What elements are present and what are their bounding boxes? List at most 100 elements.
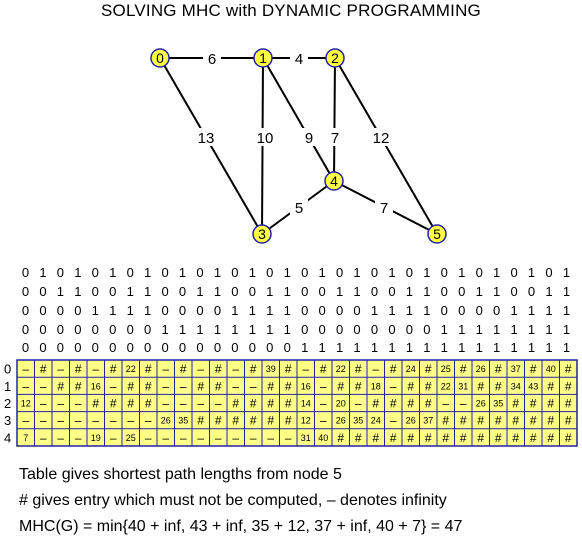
bit-cell: 1 (179, 265, 186, 280)
table-cell: # (530, 414, 537, 428)
table-cell: # (390, 397, 397, 411)
table-cell: – (92, 362, 99, 376)
table-cell: # (110, 397, 117, 411)
table-cell: – (302, 362, 309, 376)
table-cell: # (355, 379, 362, 393)
bit-cell: 0 (92, 322, 99, 337)
bit-cell: 0 (476, 303, 483, 318)
table-cell: – (180, 431, 187, 445)
bit-cell: 0 (109, 284, 116, 299)
bit-cell: 1 (249, 322, 256, 337)
table-cell: – (215, 431, 222, 445)
table-cell: # (407, 397, 414, 411)
table-cell: 16 (301, 381, 311, 391)
bit-cell: 1 (371, 303, 378, 318)
table-cell: – (57, 397, 64, 411)
bit-cell: 0 (458, 284, 465, 299)
table-cell: – (110, 431, 117, 445)
bit-cell: 1 (74, 284, 81, 299)
bit-cell: 0 (336, 265, 343, 280)
table-cell: – (250, 379, 257, 393)
table-cell: 12 (301, 416, 311, 426)
bit-cell: 0 (249, 340, 256, 355)
bit-cell: 1 (545, 322, 552, 337)
bit-cell: 1 (458, 340, 465, 355)
table-cell: # (372, 431, 379, 445)
bit-cell: 0 (510, 265, 517, 280)
table-cell: # (425, 362, 432, 376)
table-cell: – (57, 414, 64, 428)
bit-cell: 1 (545, 303, 552, 318)
bit-cell: 1 (388, 303, 395, 318)
table-cell: # (512, 414, 519, 428)
bit-cell: 1 (458, 322, 465, 337)
graph-node-3 (252, 224, 272, 244)
bit-cell: 1 (441, 340, 448, 355)
bit-cell: 1 (423, 284, 430, 299)
bit-cell: 1 (528, 322, 535, 337)
table-cell: 26 (406, 416, 416, 426)
graph-node-2 (325, 48, 345, 68)
bit-cell: 1 (441, 322, 448, 337)
edge-weight-3-4: 5 (295, 200, 303, 217)
bit-cell: 1 (266, 303, 273, 318)
table-cell: – (250, 431, 257, 445)
table-cell: 14 (301, 399, 311, 409)
table-cell: # (92, 397, 99, 411)
table-cell: – (40, 397, 47, 411)
table-cell: – (180, 397, 187, 411)
table-cell: – (22, 379, 29, 393)
table-cell: – (460, 397, 467, 411)
edge-weight-2-5: 12 (373, 130, 390, 147)
note-table-description: Table gives shortest path lengths from n… (19, 466, 342, 483)
bit-cell: 0 (336, 303, 343, 318)
bit-cell: 0 (493, 303, 500, 318)
table-cell: 7 (23, 433, 28, 443)
graph-node-label-3: 3 (258, 226, 266, 242)
bit-cell: 1 (249, 303, 256, 318)
bit-cell: 1 (284, 322, 291, 337)
bit-cell: 0 (266, 340, 273, 355)
edge-weight-0-1: 6 (208, 51, 216, 68)
bit-cell: 1 (284, 284, 291, 299)
bit-cell: 0 (406, 265, 413, 280)
bit-cell: 1 (563, 322, 570, 337)
table-cell: 20 (336, 399, 346, 409)
bit-cell: 1 (127, 284, 134, 299)
bit-cell: 0 (231, 340, 238, 355)
table-cell: # (267, 397, 274, 411)
bit-cell: 1 (266, 284, 273, 299)
bit-cell: 0 (127, 340, 134, 355)
table-cell: – (232, 379, 239, 393)
edge-weight-1-2: 4 (295, 51, 303, 68)
bit-cell: 0 (214, 340, 221, 355)
bit-cell: 1 (301, 340, 308, 355)
bit-cell: 0 (92, 340, 99, 355)
bit-cell: 0 (39, 322, 46, 337)
bit-cell: 1 (528, 265, 535, 280)
bit-cell: 1 (406, 284, 413, 299)
table-cell: # (145, 379, 152, 393)
table-cell: – (197, 362, 204, 376)
table-cell: # (267, 379, 274, 393)
bit-cell: 0 (179, 340, 186, 355)
table-cell: – (390, 379, 397, 393)
bit-cell: 1 (249, 265, 256, 280)
row-label-0: 0 (4, 362, 11, 377)
table-cell: # (425, 431, 432, 445)
table-cells: –#–#–#22#–#–#–#39#–#22#–#24#25#26#37#40#… (21, 362, 572, 445)
bit-cell: 1 (406, 340, 413, 355)
table-cell: – (40, 379, 47, 393)
table-cell: – (145, 414, 152, 428)
bit-cell: 0 (57, 265, 64, 280)
table-cell: – (180, 379, 187, 393)
bit-cell: 0 (161, 303, 168, 318)
table-cell: # (250, 362, 257, 376)
table-cell: # (390, 362, 397, 376)
table-cell: – (40, 431, 47, 445)
bit-cell: 0 (92, 265, 99, 280)
table-cell: # (530, 397, 537, 411)
